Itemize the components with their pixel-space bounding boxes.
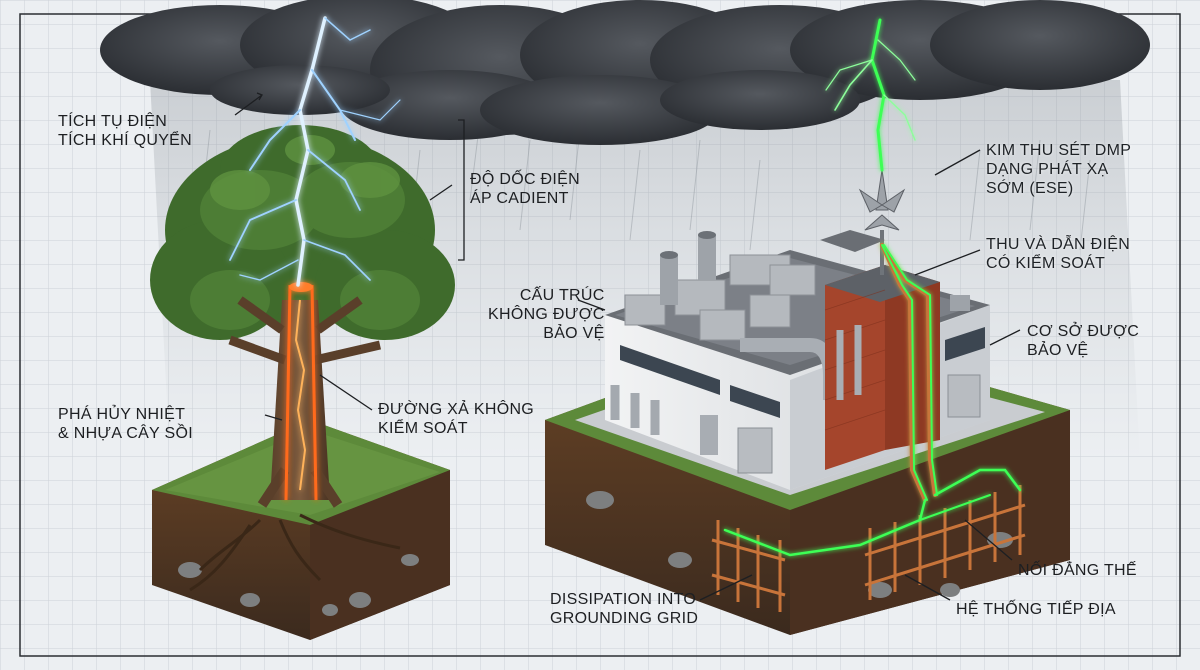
lightning-bolt-controlled <box>825 18 916 172</box>
label-atmospheric-charge: TÍCH TỤ ĐIỆN TÍCH KHÍ QUYỂN <box>58 113 192 149</box>
storm-cloud <box>100 0 1150 145</box>
annotation-leaders <box>234 92 1021 601</box>
down-conductor <box>723 243 1022 557</box>
label-thermal-damage: PHÁ HỦY NHIỆT & NHỰA CÂY SỒI <box>58 406 193 442</box>
label-dissipation: DISSIPATION INTO GROUNDING GRID <box>550 591 699 627</box>
ese-rod <box>858 169 906 275</box>
label-grounding-system: HỆ THỐNG TIẾP ĐỊA <box>956 601 1116 618</box>
label-unprotected-structure: CẤU TRÚC KHÔNG ĐƯỢC BẢO VỆ <box>488 287 605 342</box>
label-ese-rod: KIM THU SÉT DMP DẠNG PHÁT XẠ SỚM (ESE) <box>986 142 1132 197</box>
lightning-bolt-tree <box>229 16 401 287</box>
label-protected-facility: CƠ SỞ ĐƯỢC BẢO VỆ <box>1027 323 1140 359</box>
label-controlled-conduction: THU VÀ DẪN ĐIỆN CÓ KIỂM SOÁT <box>986 236 1131 272</box>
label-equipotential-bonding: NỐI ĐẲNG THẾ <box>1018 562 1137 579</box>
label-voltage-gradient: ĐỘ DỐC ĐIỆN ÁP CADIENT <box>470 171 580 207</box>
trunk-burn-channel <box>284 282 318 501</box>
label-uncontrolled-discharge: ĐƯỜNG XẢ KHÔNG KIỂM SOÁT <box>378 401 535 437</box>
